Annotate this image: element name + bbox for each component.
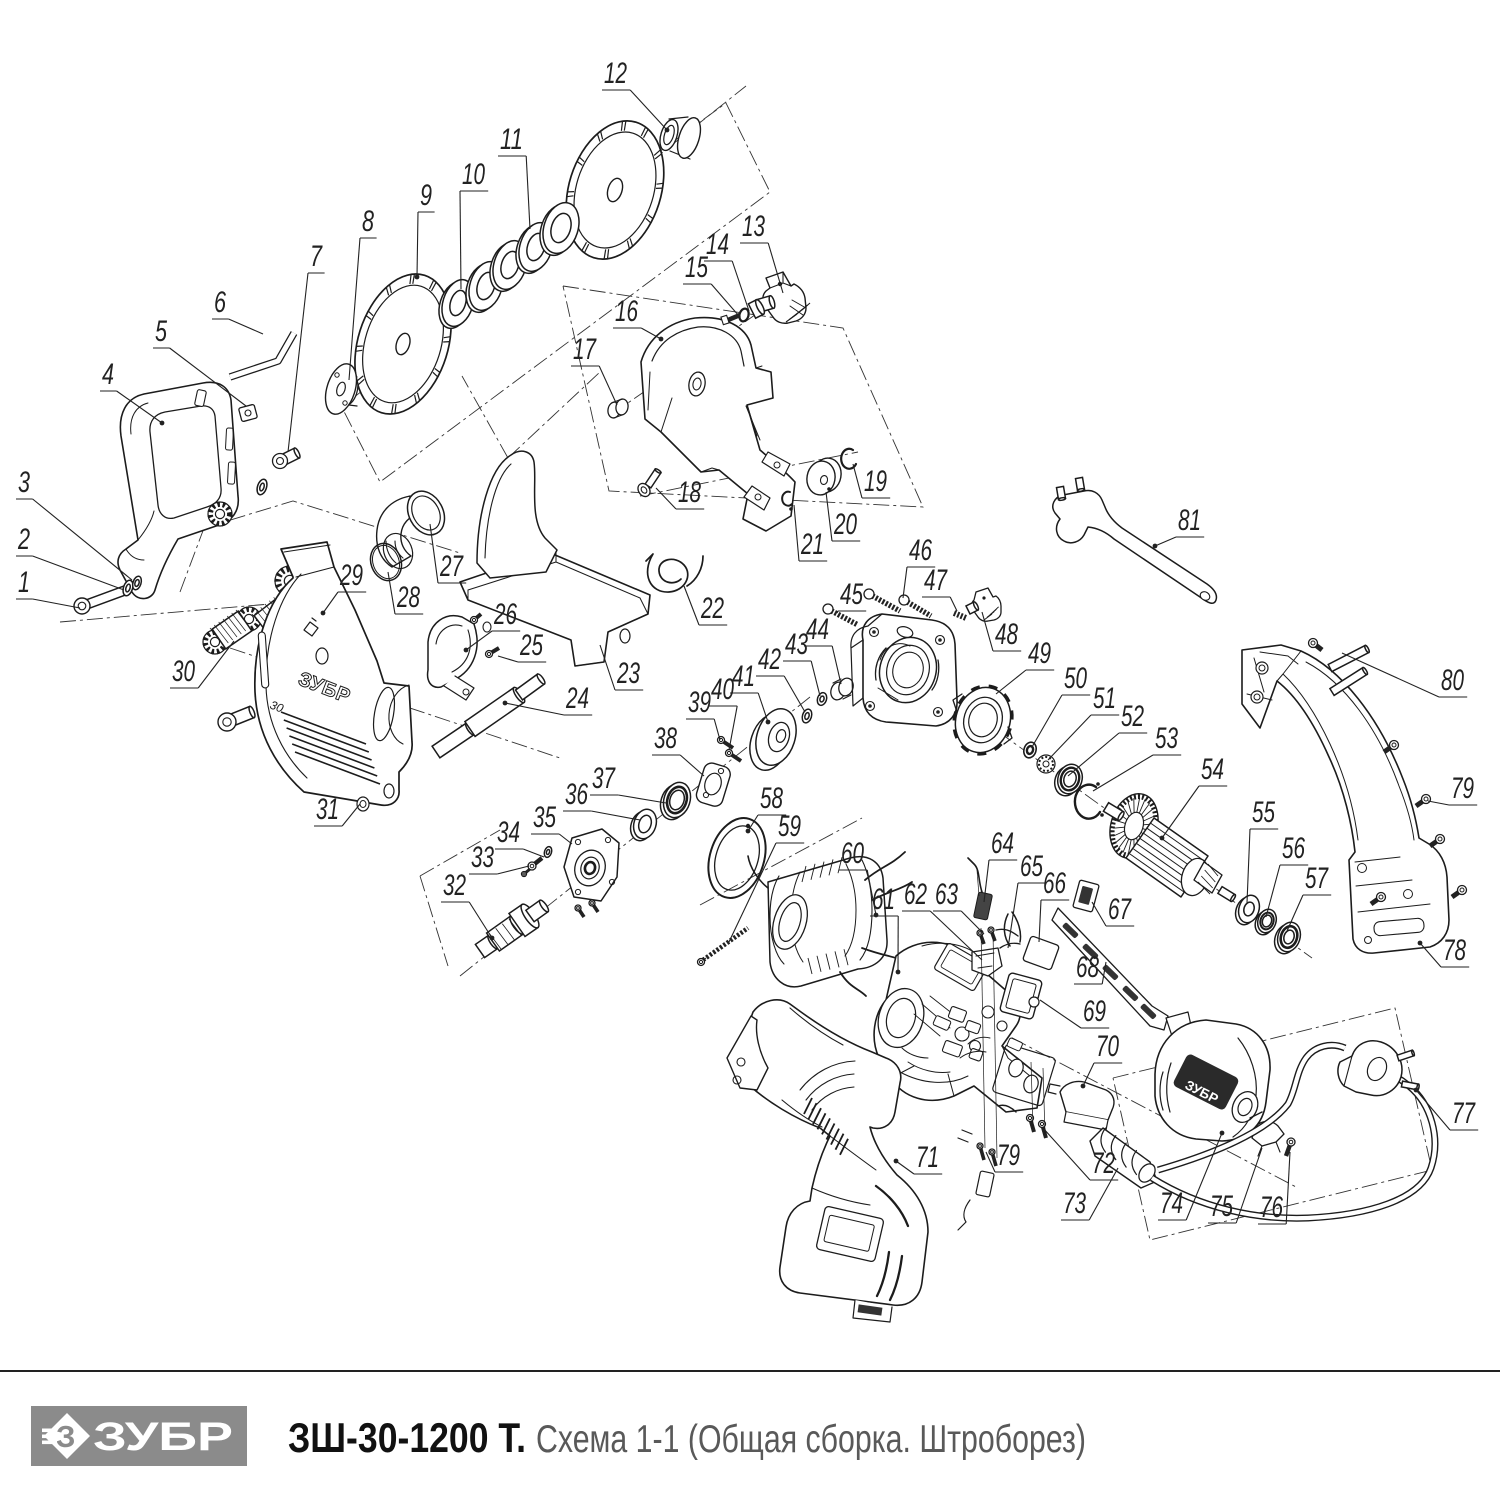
svg-text:72: 72: [1092, 1147, 1115, 1180]
svg-text:53: 53: [1155, 722, 1178, 755]
svg-text:41: 41: [732, 660, 755, 693]
svg-text:38: 38: [654, 722, 677, 755]
svg-text:44: 44: [806, 613, 829, 646]
svg-text:75: 75: [1210, 1190, 1233, 1223]
svg-text:79: 79: [997, 1139, 1020, 1172]
svg-text:26: 26: [493, 598, 517, 631]
svg-text:65: 65: [1020, 850, 1043, 883]
svg-text:57: 57: [1305, 862, 1329, 895]
svg-text:68: 68: [1076, 951, 1099, 984]
svg-text:7: 7: [310, 240, 323, 273]
svg-text:22: 22: [700, 592, 724, 625]
svg-text:36: 36: [565, 778, 588, 811]
svg-text:25: 25: [519, 629, 543, 662]
svg-text:8: 8: [362, 205, 374, 238]
svg-text:55: 55: [1252, 796, 1275, 829]
svg-text:6: 6: [214, 286, 226, 319]
svg-text:14: 14: [706, 228, 729, 261]
svg-text:З: З: [56, 1419, 75, 1454]
svg-text:39: 39: [688, 686, 711, 719]
svg-text:78: 78: [1443, 934, 1466, 967]
svg-text:11: 11: [500, 123, 523, 156]
svg-text:37: 37: [592, 762, 616, 795]
svg-text:9: 9: [420, 179, 432, 212]
svg-text:59: 59: [778, 810, 801, 843]
svg-text:43: 43: [785, 628, 808, 661]
svg-text:29: 29: [339, 559, 363, 592]
svg-text:23: 23: [616, 657, 640, 690]
svg-text:77: 77: [1452, 1097, 1476, 1130]
svg-text:47: 47: [924, 564, 948, 597]
svg-text:79: 79: [1451, 772, 1474, 805]
svg-text:76: 76: [1260, 1191, 1283, 1224]
svg-text:50: 50: [1064, 662, 1087, 695]
svg-text:61: 61: [872, 883, 895, 916]
svg-text:56: 56: [1282, 832, 1305, 865]
svg-text:49: 49: [1028, 637, 1051, 670]
svg-text:28: 28: [396, 581, 420, 614]
svg-text:63: 63: [935, 878, 958, 911]
svg-text:30: 30: [268, 698, 286, 716]
svg-text:66: 66: [1043, 867, 1066, 900]
svg-text:71: 71: [916, 1141, 939, 1174]
svg-text:32: 32: [443, 869, 466, 902]
svg-text:31: 31: [316, 793, 339, 826]
svg-text:58: 58: [760, 782, 783, 815]
svg-text:42: 42: [758, 643, 781, 676]
svg-text:2: 2: [17, 523, 30, 556]
svg-text:62: 62: [904, 878, 927, 911]
svg-text:16: 16: [615, 295, 638, 328]
svg-text:ЗУБР: ЗУБР: [93, 1415, 233, 1459]
svg-text:73: 73: [1063, 1187, 1086, 1220]
svg-text:52: 52: [1121, 700, 1144, 733]
svg-text:48: 48: [995, 618, 1018, 651]
svg-text:12: 12: [604, 57, 627, 90]
svg-text:20: 20: [833, 508, 857, 541]
svg-text:67: 67: [1108, 893, 1132, 926]
svg-text:17: 17: [573, 333, 597, 366]
svg-text:74: 74: [1160, 1187, 1183, 1220]
svg-text:40: 40: [711, 673, 734, 706]
svg-text:54: 54: [1201, 753, 1224, 786]
svg-text:70: 70: [1096, 1030, 1119, 1063]
svg-text:45: 45: [840, 578, 863, 611]
svg-text:18: 18: [678, 476, 701, 509]
svg-text:5: 5: [155, 315, 167, 348]
svg-text:46: 46: [909, 534, 932, 567]
svg-text:15: 15: [685, 251, 708, 284]
svg-text:4: 4: [102, 358, 114, 391]
svg-text:30: 30: [172, 655, 195, 688]
svg-text:Схема 1-1 (Общая сборка. Штроб: Схема 1-1 (Общая сборка. Штроборез): [536, 1418, 1086, 1461]
svg-text:ЗШ-30-1200 Т.: ЗШ-30-1200 Т.: [288, 1414, 526, 1461]
svg-text:35: 35: [533, 801, 556, 834]
svg-text:13: 13: [742, 210, 765, 243]
svg-text:34: 34: [497, 816, 520, 849]
svg-text:60: 60: [841, 837, 864, 870]
svg-text:10: 10: [462, 158, 485, 191]
svg-text:69: 69: [1083, 995, 1106, 1028]
svg-text:1: 1: [18, 566, 30, 599]
svg-text:81: 81: [1178, 504, 1201, 537]
svg-text:24: 24: [565, 682, 589, 715]
svg-text:27: 27: [439, 550, 464, 583]
svg-text:21: 21: [800, 528, 824, 561]
svg-text:19: 19: [864, 465, 887, 498]
svg-text:51: 51: [1093, 682, 1116, 715]
svg-text:64: 64: [991, 827, 1014, 860]
svg-text:33: 33: [471, 841, 494, 874]
svg-text:3: 3: [18, 466, 30, 499]
svg-text:80: 80: [1441, 664, 1464, 697]
